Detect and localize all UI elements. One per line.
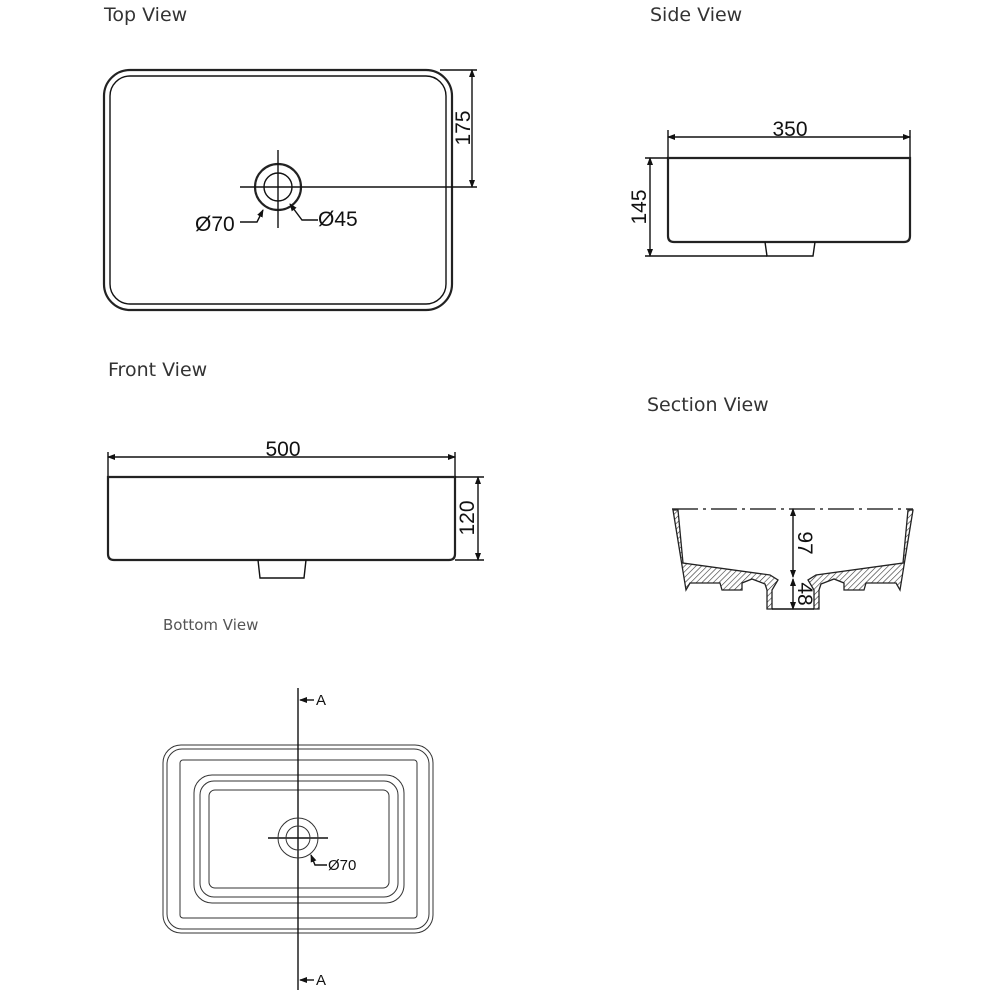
dia-leader (310, 854, 327, 866)
inner-dia-label: Ø45 (318, 208, 358, 231)
basin-side-profile (666, 156, 912, 244)
drain-inner-circle (285, 825, 311, 851)
side-view: Side View 350 145 (628, 4, 912, 257)
inner-dia-leader (289, 203, 318, 221)
section-view: Section View 97 48 (647, 394, 914, 610)
bowl-depth-label: 97 (793, 531, 816, 554)
section-mark-top: A (316, 692, 326, 709)
foot-outline-2 (199, 780, 399, 898)
front-view-title: Front View (108, 359, 207, 381)
section-wall-left (672, 509, 779, 610)
drain-stub (257, 559, 307, 579)
outer-dia-label: Ø70 (195, 213, 235, 236)
depth-dimension-label: 175 (452, 110, 475, 145)
height-dimension-label: 145 (628, 189, 651, 224)
side-view-title: Side View (650, 4, 742, 26)
basin-outline-inner (109, 75, 447, 305)
dia-label: Ø70 (328, 857, 356, 874)
section-wall-right (807, 509, 914, 610)
bottom-view: Bottom View Ø70 A A (162, 616, 434, 990)
height-dimension-label: 120 (456, 500, 479, 535)
width-dimension-label: 500 (265, 438, 300, 461)
top-view-title: Top View (103, 4, 187, 26)
top-view: Top View 175 Ø70 Ø45 (102, 4, 477, 312)
outer-dia-leader (240, 209, 264, 223)
basin-front-profile (106, 475, 457, 562)
width-dimension-label: 350 (772, 118, 807, 141)
basin-outline-outer (102, 68, 454, 312)
drain-depth-label: 48 (793, 582, 816, 605)
drain-stub (764, 241, 816, 257)
section-mark-bottom: A (316, 972, 326, 989)
foot-outline-3 (208, 789, 390, 889)
bottom-view-title: Bottom View (163, 616, 258, 634)
drain-outer-circle (277, 817, 319, 859)
foot-outline-1 (193, 774, 405, 904)
front-view: Front View 500 120 (106, 359, 484, 579)
section-view-title: Section View (647, 394, 769, 416)
